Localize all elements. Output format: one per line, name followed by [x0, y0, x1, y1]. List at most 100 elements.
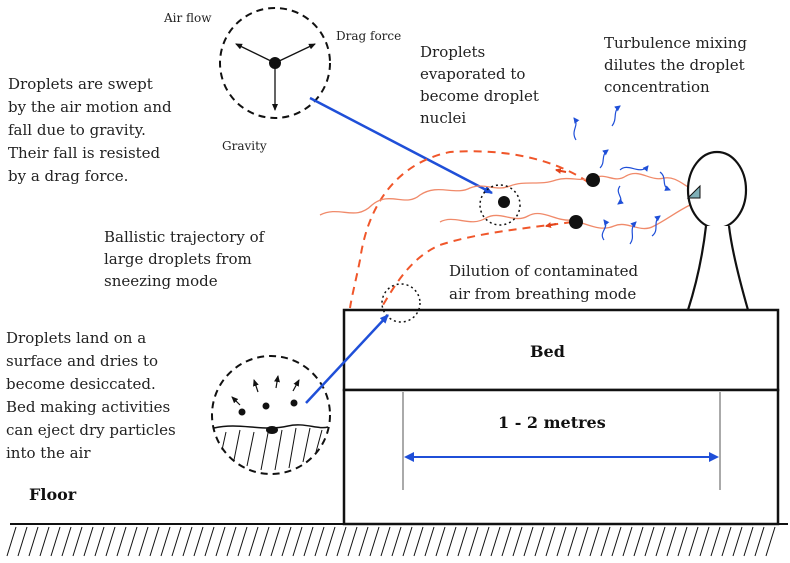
dilution-line-2: air from breathing mode — [449, 285, 636, 303]
floor-hatch-line — [259, 526, 270, 557]
droplet-lower — [569, 215, 583, 229]
ejected-particle — [238, 408, 246, 416]
floor-hatch-line — [50, 526, 61, 557]
surface-deposition-diagram — [211, 355, 331, 475]
dilution-line-1: Dilution of contaminated — [449, 262, 639, 280]
drag-force-vector — [274, 43, 316, 64]
floor-hatch-line — [105, 526, 116, 557]
patient-mouth — [686, 184, 701, 199]
drag-force-label: Drag force — [336, 29, 401, 43]
floor-hatch-line — [435, 526, 446, 557]
turbulence-arrow — [611, 105, 621, 127]
turbulence-line-1: Turbulence mixing — [604, 34, 747, 52]
turbulence-arrow — [599, 149, 609, 169]
ejected-particle — [290, 399, 298, 407]
surface-hatching — [221, 427, 323, 471]
floor-hatch-line — [457, 526, 468, 557]
ejection-arrow — [292, 379, 300, 392]
ballistic-line-1: Ballistic trajectory of — [104, 228, 266, 246]
turbulence-arrow — [659, 171, 671, 191]
ballistic-description: Ballistic trajectory of large droplets f… — [104, 228, 269, 290]
ballistic-trajectories — [349, 150, 589, 311]
floor-hatch-line — [743, 526, 754, 557]
ballistic-line-3: sneezing mode — [104, 272, 218, 290]
bed-edge-highlight-circle — [381, 283, 421, 323]
air-flow-label: Air flow — [163, 11, 212, 25]
floor-hatch-line — [171, 526, 182, 557]
floor-hatch-line — [182, 526, 193, 557]
floor-hatch-line — [336, 526, 347, 557]
floor-hatch-line — [534, 526, 545, 557]
distance-label: 1 - 2 metres — [498, 413, 606, 432]
floor-hatch-line — [622, 526, 633, 557]
floor-hatch-line — [732, 526, 743, 557]
trajectory-arrowhead-lower — [545, 222, 557, 228]
swept-line-5: by a drag force. — [8, 167, 128, 185]
floor-hatch-line — [446, 526, 457, 557]
floor-hatch-line — [149, 526, 160, 557]
ballistic-line-2: large droplets from — [104, 250, 252, 268]
floor-hatch-line — [699, 526, 710, 557]
distance-arrow-right-head — [709, 452, 719, 462]
turbulence-arrows — [573, 105, 671, 245]
floor-hatch-line — [578, 526, 589, 557]
land-line-1: Droplets land on a — [6, 329, 146, 347]
force-diagram: Air flow Drag force Gravity — [163, 7, 401, 153]
desiccated-droplet — [266, 426, 278, 434]
land-line-2: surface and dries to — [6, 352, 158, 370]
floor-hatch-line — [292, 526, 303, 557]
air-flow-vector — [235, 43, 276, 64]
floor-hatch-line — [28, 526, 39, 557]
floor-hatch-line — [270, 526, 281, 557]
floor-hatch-line — [380, 526, 391, 557]
floor-hatch-line — [314, 526, 325, 557]
airborne-droplet — [498, 196, 510, 208]
floor-hatch-line — [600, 526, 611, 557]
floor-hatch-line — [369, 526, 380, 557]
bed-mattress — [342, 308, 780, 392]
floor-hatch-line — [490, 526, 501, 557]
landing-description: Droplets land on a surface and dries to … — [6, 329, 180, 462]
turbulence-arrow — [573, 117, 580, 141]
floor-hatch-line — [281, 526, 292, 557]
turbulence-arrow — [651, 215, 661, 237]
evaporation-description: Droplets evaporated to become droplet nu… — [420, 43, 544, 127]
floor-hatch-line — [633, 526, 644, 557]
evaporated-line-4: nuclei — [420, 109, 466, 127]
floor-hatch-line — [468, 526, 479, 557]
floor-hatch-line — [589, 526, 600, 557]
ballistic-trajectory-upper — [349, 150, 589, 309]
floor-hatch-line — [765, 526, 776, 557]
floor-hatch-line — [248, 526, 259, 557]
evaporated-line-3: become droplet — [420, 87, 539, 105]
floor-hatch-line — [721, 526, 732, 557]
droplet-path-upper — [319, 172, 695, 216]
distance-measure: 1 - 2 metres — [402, 392, 721, 490]
floor-hatch-line — [424, 526, 435, 557]
floor-hatch-line — [94, 526, 105, 557]
floor-hatch-line — [358, 526, 369, 557]
floor-hatch-line — [193, 526, 204, 557]
ejection-arrow — [231, 396, 241, 406]
floor-hatch-line — [72, 526, 83, 557]
land-line-6: into the air — [6, 444, 91, 462]
evaporated-line-2: evaporated to — [420, 65, 525, 83]
patient-figure — [686, 150, 750, 312]
floor-hatch-line — [226, 526, 237, 557]
turbulence-arrow — [617, 185, 624, 205]
turbulence-line-3: concentration — [604, 78, 710, 96]
floor-hatch-line — [413, 526, 424, 557]
surface-diagram-circle — [211, 355, 331, 475]
turbulence-arrow — [629, 221, 637, 245]
floor-hatch-line — [479, 526, 490, 557]
floor-hatch-line — [83, 526, 94, 557]
turbulence-line-2: dilutes the droplet — [604, 56, 745, 74]
ejected-particle — [262, 402, 270, 410]
floor-hatch-line — [611, 526, 622, 557]
floor-hatch-line — [688, 526, 699, 557]
floor-hatching — [6, 526, 776, 557]
floor-hatch-line — [325, 526, 336, 557]
floor-hatch-line — [39, 526, 50, 557]
floor-hatch-line — [501, 526, 512, 557]
